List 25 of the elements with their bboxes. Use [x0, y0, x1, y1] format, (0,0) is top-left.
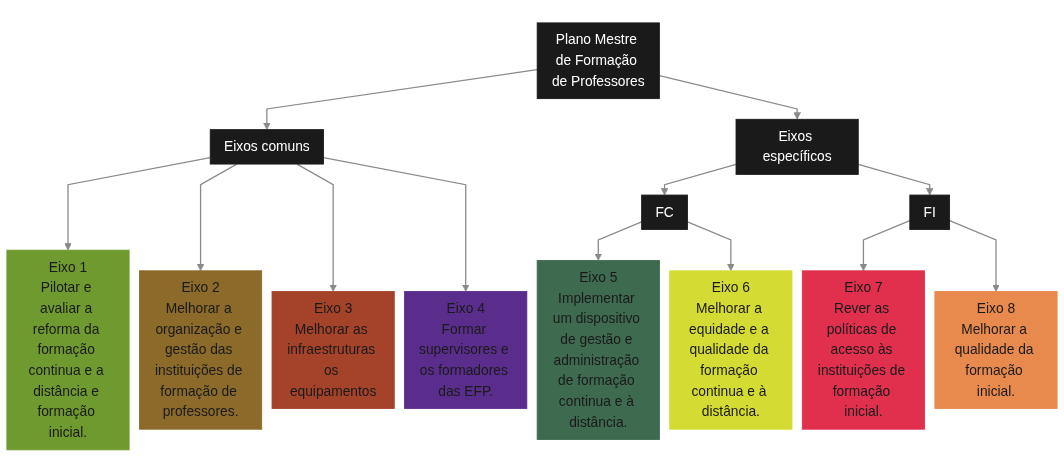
arrow: [686, 221, 735, 272]
node-box: Eixos específicos: [735, 119, 859, 175]
node-box: Plano Mestre de Formação de Professores: [536, 22, 660, 100]
arrow: [322, 157, 470, 292]
node-box: FI: [909, 194, 951, 231]
node-box: Eixo 3 Melhorar as infraestruturas os equipamentos: [271, 291, 395, 410]
arrow: [64, 157, 211, 251]
arrow: [658, 75, 801, 120]
node-box: Eixo 4 Formar supervisores e os formadores das EFP.: [404, 291, 528, 410]
arrow: [263, 69, 538, 131]
arrow: [660, 163, 737, 196]
node-box: Eixo 8 Melhorar a qualidade da formação inicial.: [934, 291, 1058, 410]
node-box: Eixo 1 Pilotar e avaliar a reforma da formação continua e a distância e formação inicial.: [6, 249, 130, 451]
arrow: [859, 220, 911, 272]
arrow: [594, 221, 643, 261]
node-box: Eixo 2 Melhorar a organização e gestão das instituições de formação de professores.: [139, 270, 263, 430]
arrow: [948, 220, 1000, 292]
node-box: Eixos comuns: [209, 129, 324, 165]
arrow: [196, 163, 238, 272]
arrow: [296, 163, 337, 292]
node-box: Eixo 5 Implementar um dispositivo de gestão e administração de formação continua e à distância.: [536, 260, 660, 441]
node-box: Eixo 7 Rever as políticas de acesso às instituições de formação inicial.: [801, 270, 925, 430]
node-box: FC: [641, 194, 688, 231]
node-box: Eixo 6 Melhorar a equidade e a qualidade da formação continua e à distância.: [669, 270, 793, 430]
arrow: [857, 163, 934, 196]
